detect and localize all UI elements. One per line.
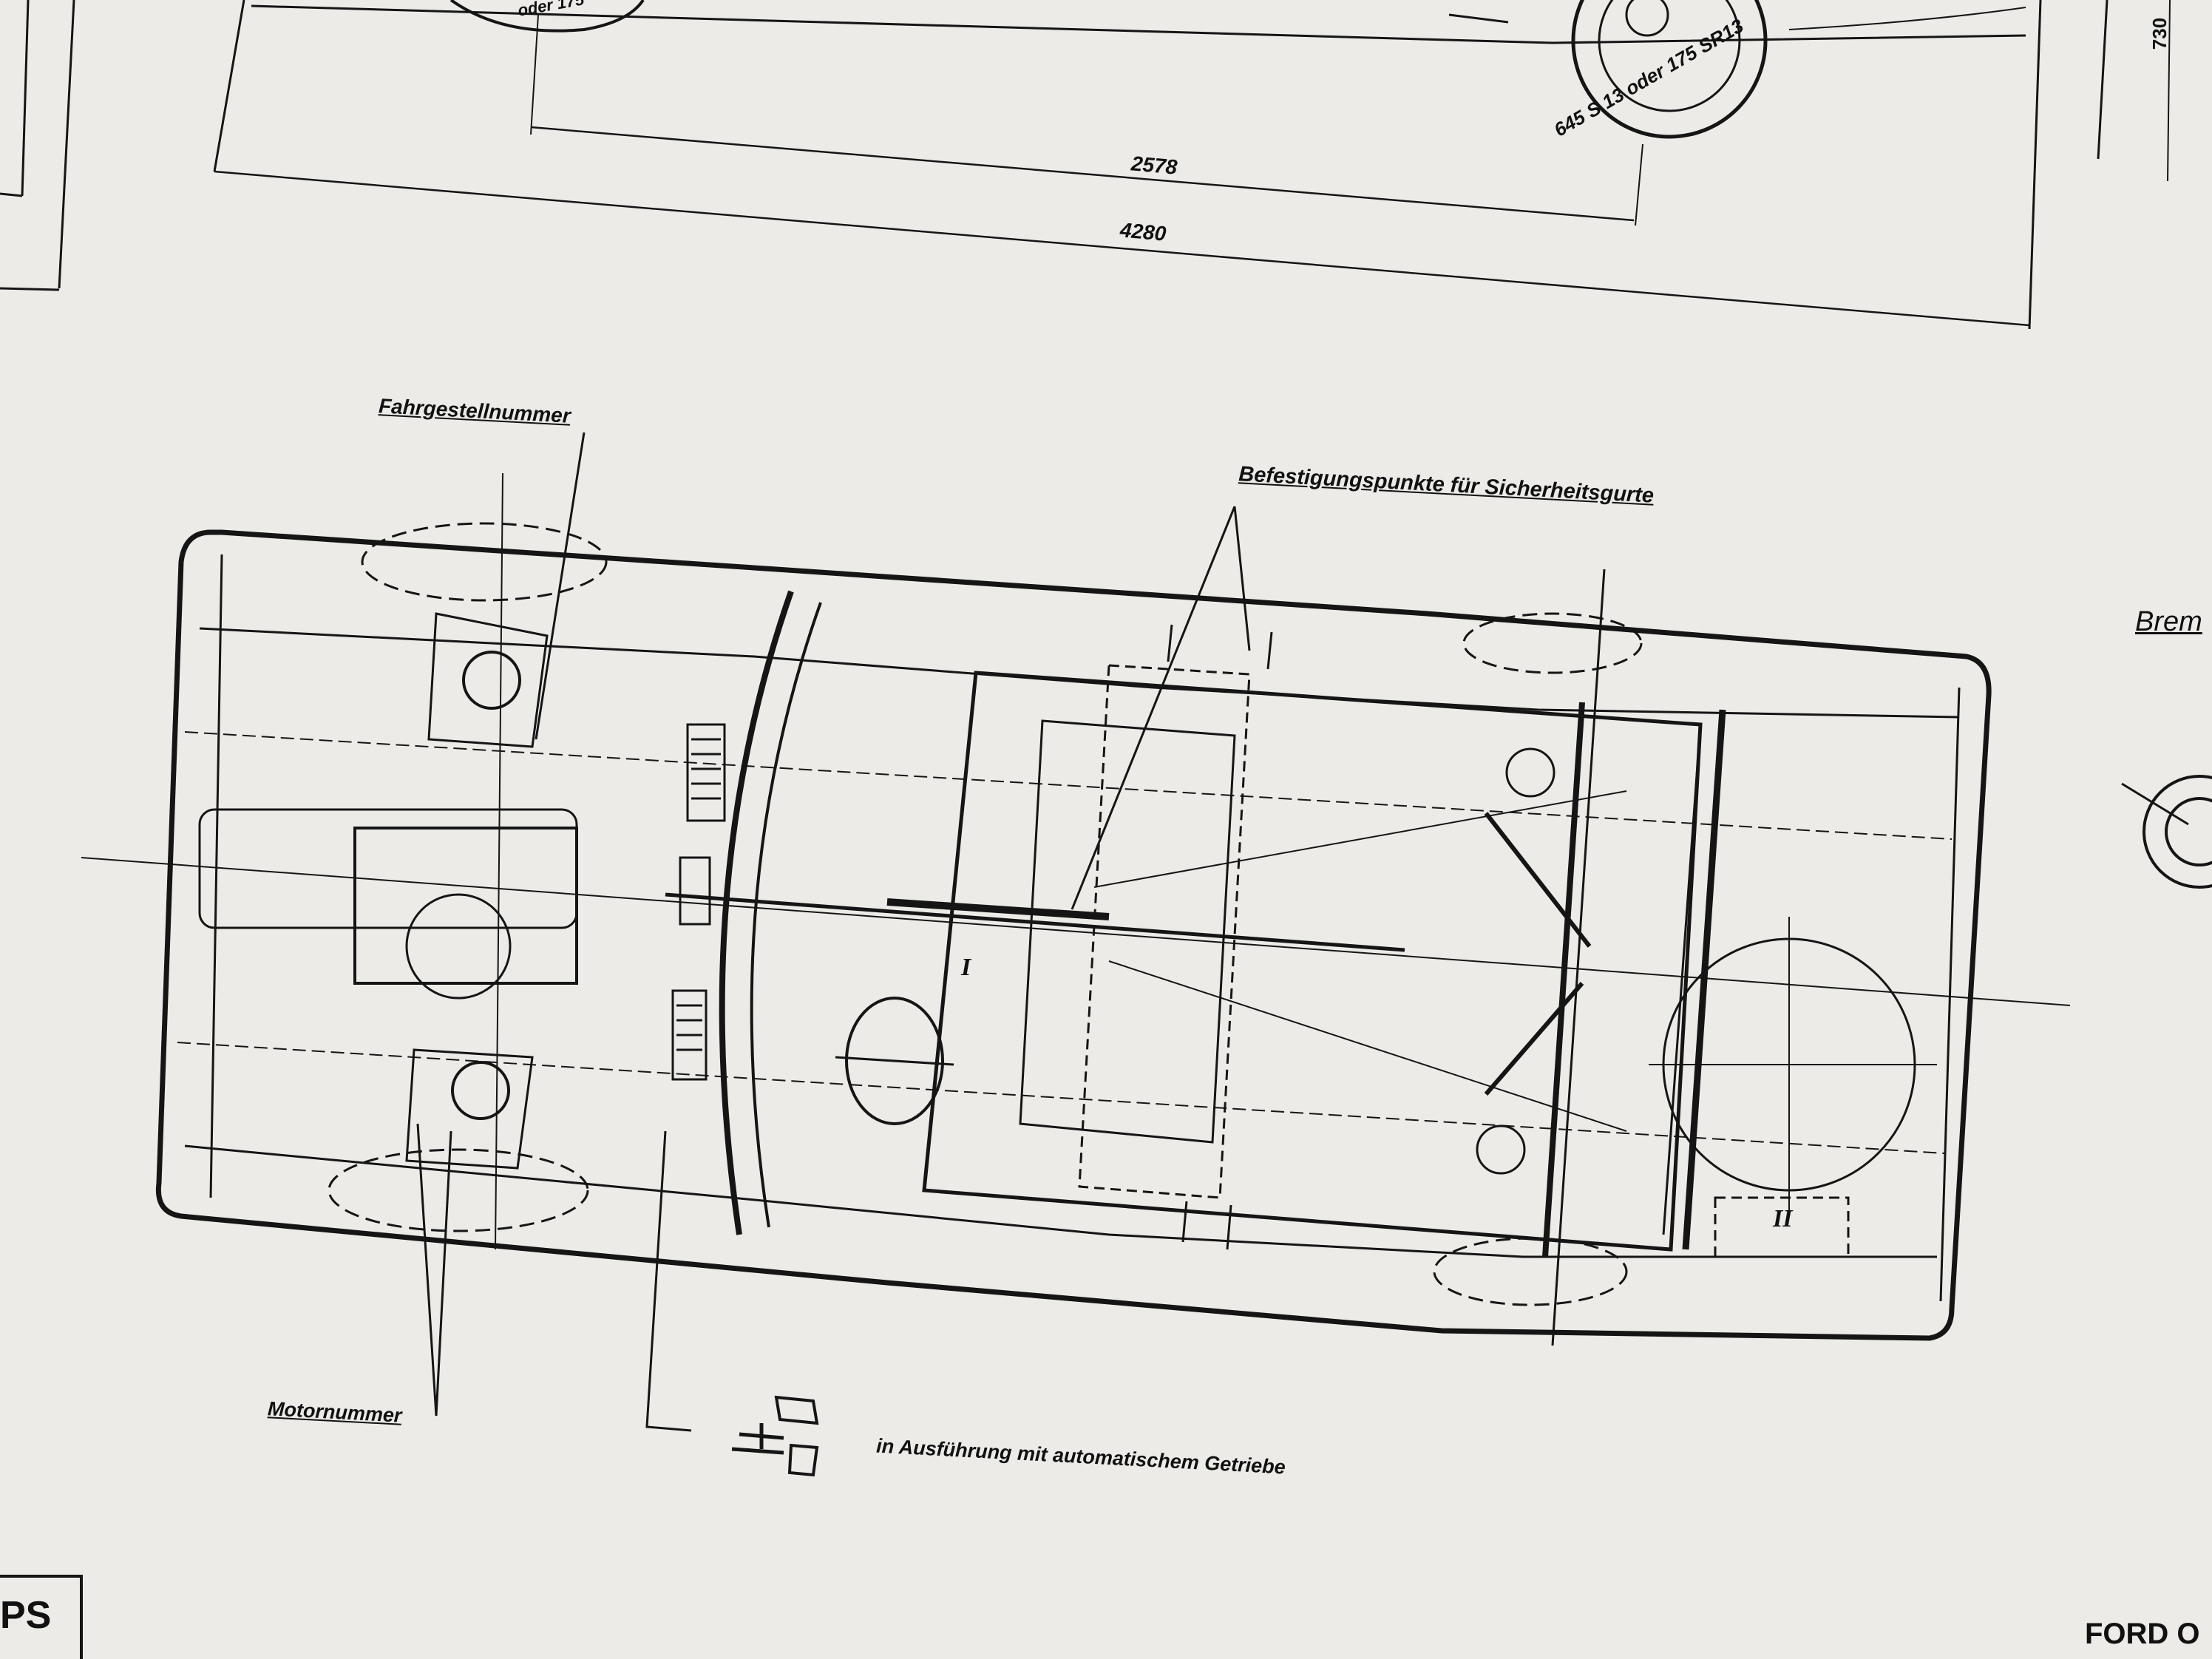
- rear-seat-marker: II: [1773, 1205, 1793, 1232]
- front-seat-marker: I: [961, 954, 971, 981]
- brake-detail-partial: [2121, 0, 2212, 889]
- wheelbase-dimension: 2578: [1130, 152, 1178, 179]
- overall-length-dimension: 4280: [1119, 218, 1167, 245]
- chassis-top-view: [81, 432, 2071, 1477]
- brake-heading-partial: Brem: [2135, 606, 2202, 637]
- side-height-dimension: 730: [2148, 17, 2171, 50]
- side-view-dimension-drawing: [0, 0, 2108, 330]
- footer-frame: [0, 1575, 83, 1659]
- footer-brand-text: FORD O: [2085, 1618, 2200, 1650]
- footer-left-box-text: PS: [0, 1594, 52, 1637]
